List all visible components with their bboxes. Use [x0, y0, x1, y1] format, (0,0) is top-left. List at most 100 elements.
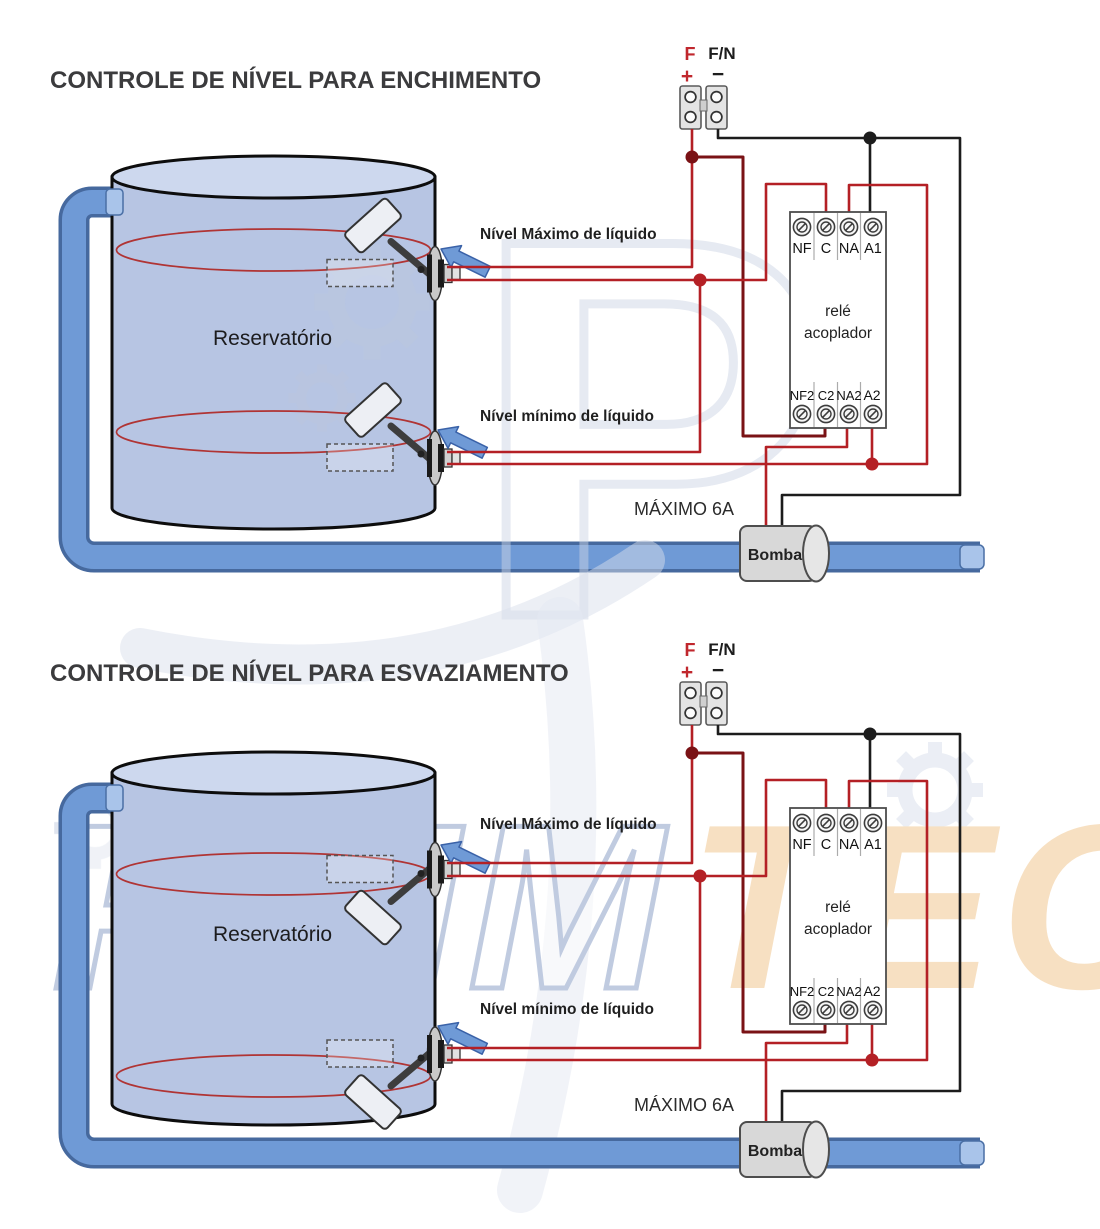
pump-cap — [802, 524, 830, 583]
wire-na-to-a2 — [847, 183, 929, 466]
fuse-rating-label: MÁXIMO 6A — [634, 1095, 734, 1115]
terminal-c2: C2 — [818, 388, 835, 403]
min-level-label: Nível mínimo de líquido — [480, 1001, 654, 1018]
terminal-na2: NA2 — [836, 388, 861, 403]
page-title: CONTROLE DE NÍVEL PARA ENCHIMENTO — [50, 66, 541, 94]
screw-icon — [792, 404, 812, 424]
min-level-label: Nível mínimo de líquido — [480, 408, 654, 425]
screw-icon — [839, 404, 859, 424]
diagram-esvaziamento-base — [58, 750, 980, 1169]
junction-dot — [863, 727, 877, 741]
wire-na2-to-pump — [764, 1024, 849, 1123]
relay-module: NF C NA A1 relé acoplador NF2 C2 NA2 A2 — [789, 807, 887, 1025]
junction-dot — [685, 746, 699, 760]
minus-sign: − — [712, 659, 724, 682]
junction-dot — [685, 150, 699, 164]
screw-icon — [684, 110, 697, 124]
wire-phase-to-c2 — [692, 155, 827, 438]
minus-sign: − — [712, 63, 724, 86]
watermark-swoosh — [120, 540, 665, 685]
screw-icon — [792, 813, 812, 833]
relay-name-line2: acoplador — [804, 921, 872, 938]
relay-name-line2: acoplador — [804, 325, 872, 342]
diagram-enchimento-details: CONTROLE DE NÍVEL PARA ENCHIMENTO Reserv… — [50, 44, 985, 583]
wiring — [447, 725, 962, 1123]
max-level-label: Nível Máximo de líquido — [480, 816, 657, 833]
phase-label: F — [685, 44, 696, 64]
block-link — [699, 695, 708, 708]
terminal-dividers — [813, 213, 862, 427]
terminal-a1: A1 — [864, 837, 882, 853]
relay-module: NF C NA A1 relé acoplador NF2 C2 NA2 A2 — [789, 211, 887, 429]
terminal-a2: A2 — [863, 983, 880, 999]
pump-label: Bomba — [748, 1143, 802, 1160]
junction-dot — [693, 869, 707, 883]
junction-dot — [693, 273, 707, 287]
wire-neutral-to-pump — [716, 129, 962, 526]
tank-label: Reservatório — [213, 327, 332, 350]
tank-top — [110, 750, 437, 796]
pipe-inlet-cap — [105, 188, 124, 216]
screw-icon — [863, 1000, 883, 1020]
relay-name-line1: relé — [825, 899, 851, 916]
supply-terminals: F F/N + − — [679, 640, 736, 726]
screw-icon — [792, 1000, 812, 1020]
wire-to-min-float — [447, 876, 702, 1050]
screw-icon — [839, 1000, 859, 1020]
pipe-end-cap — [959, 1140, 985, 1166]
watermark-p-letter: P — [470, 127, 830, 730]
block-link — [699, 99, 708, 112]
terminal-na: NA — [839, 837, 859, 853]
screw-icon — [816, 1000, 836, 1020]
pipe-circuit — [58, 186, 980, 573]
screw-icon — [816, 813, 836, 833]
pipe-circuit — [58, 782, 980, 1169]
pump-label: Bomba — [748, 547, 802, 564]
screw-icon — [816, 217, 836, 237]
terminal-na: NA — [839, 241, 859, 257]
diagram-esvaziamento-details: CONTROLE DE NÍVEL PARA ESVAZIAMENTO Rese… — [50, 640, 985, 1179]
relay-name-line1: relé — [825, 303, 851, 320]
wire-na2-to-pump — [764, 428, 849, 527]
terminal-nf: NF — [792, 241, 811, 257]
pipe-inlet-cap — [105, 784, 124, 812]
page-title: CONTROLE DE NÍVEL PARA ESVAZIAMENTO — [50, 659, 569, 687]
pump-cap — [802, 1120, 830, 1179]
tank-label: Reservatório — [213, 923, 332, 946]
tank-top — [110, 154, 437, 200]
fuse-rating-label: MÁXIMO 6A — [634, 499, 734, 519]
neutral-label: F/N — [708, 640, 735, 659]
junction-dot — [865, 457, 879, 471]
watermark-swoosh-2 — [497, 597, 597, 1213]
screw-icon — [816, 404, 836, 424]
screw-icon — [710, 706, 723, 720]
wire-to-c — [700, 778, 828, 878]
max-level-label: Nível Máximo de líquido — [480, 226, 657, 243]
terminal-nf2: NF2 — [790, 984, 815, 999]
wire-to-min-float — [447, 280, 702, 454]
wire-to-c — [700, 182, 828, 282]
junction-dot — [863, 131, 877, 145]
pump: MÁXIMO 6A Bomba — [634, 499, 985, 583]
neutral-label: F/N — [708, 44, 735, 63]
terminal-a1: A1 — [864, 241, 882, 257]
terminal-dividers — [813, 809, 862, 1023]
pump: MÁXIMO 6A Bomba — [634, 1095, 985, 1179]
terminal-c: C — [821, 241, 831, 257]
screw-icon — [710, 686, 723, 700]
terminal-c: C — [821, 837, 831, 853]
pipe-fill — [62, 190, 980, 569]
screw-icon — [839, 217, 859, 237]
screw-icon — [863, 217, 883, 237]
screw-icon — [684, 90, 697, 104]
wire-phase-to-c2 — [692, 751, 827, 1034]
screw-icon — [710, 110, 723, 124]
wire-na-to-a2 — [847, 779, 929, 1062]
terminal-na2: NA2 — [836, 984, 861, 999]
pipe-fill — [62, 786, 980, 1165]
screw-icon — [863, 813, 883, 833]
wire-neutral-to-pump — [716, 725, 962, 1122]
pipe-end-cap — [959, 544, 985, 570]
